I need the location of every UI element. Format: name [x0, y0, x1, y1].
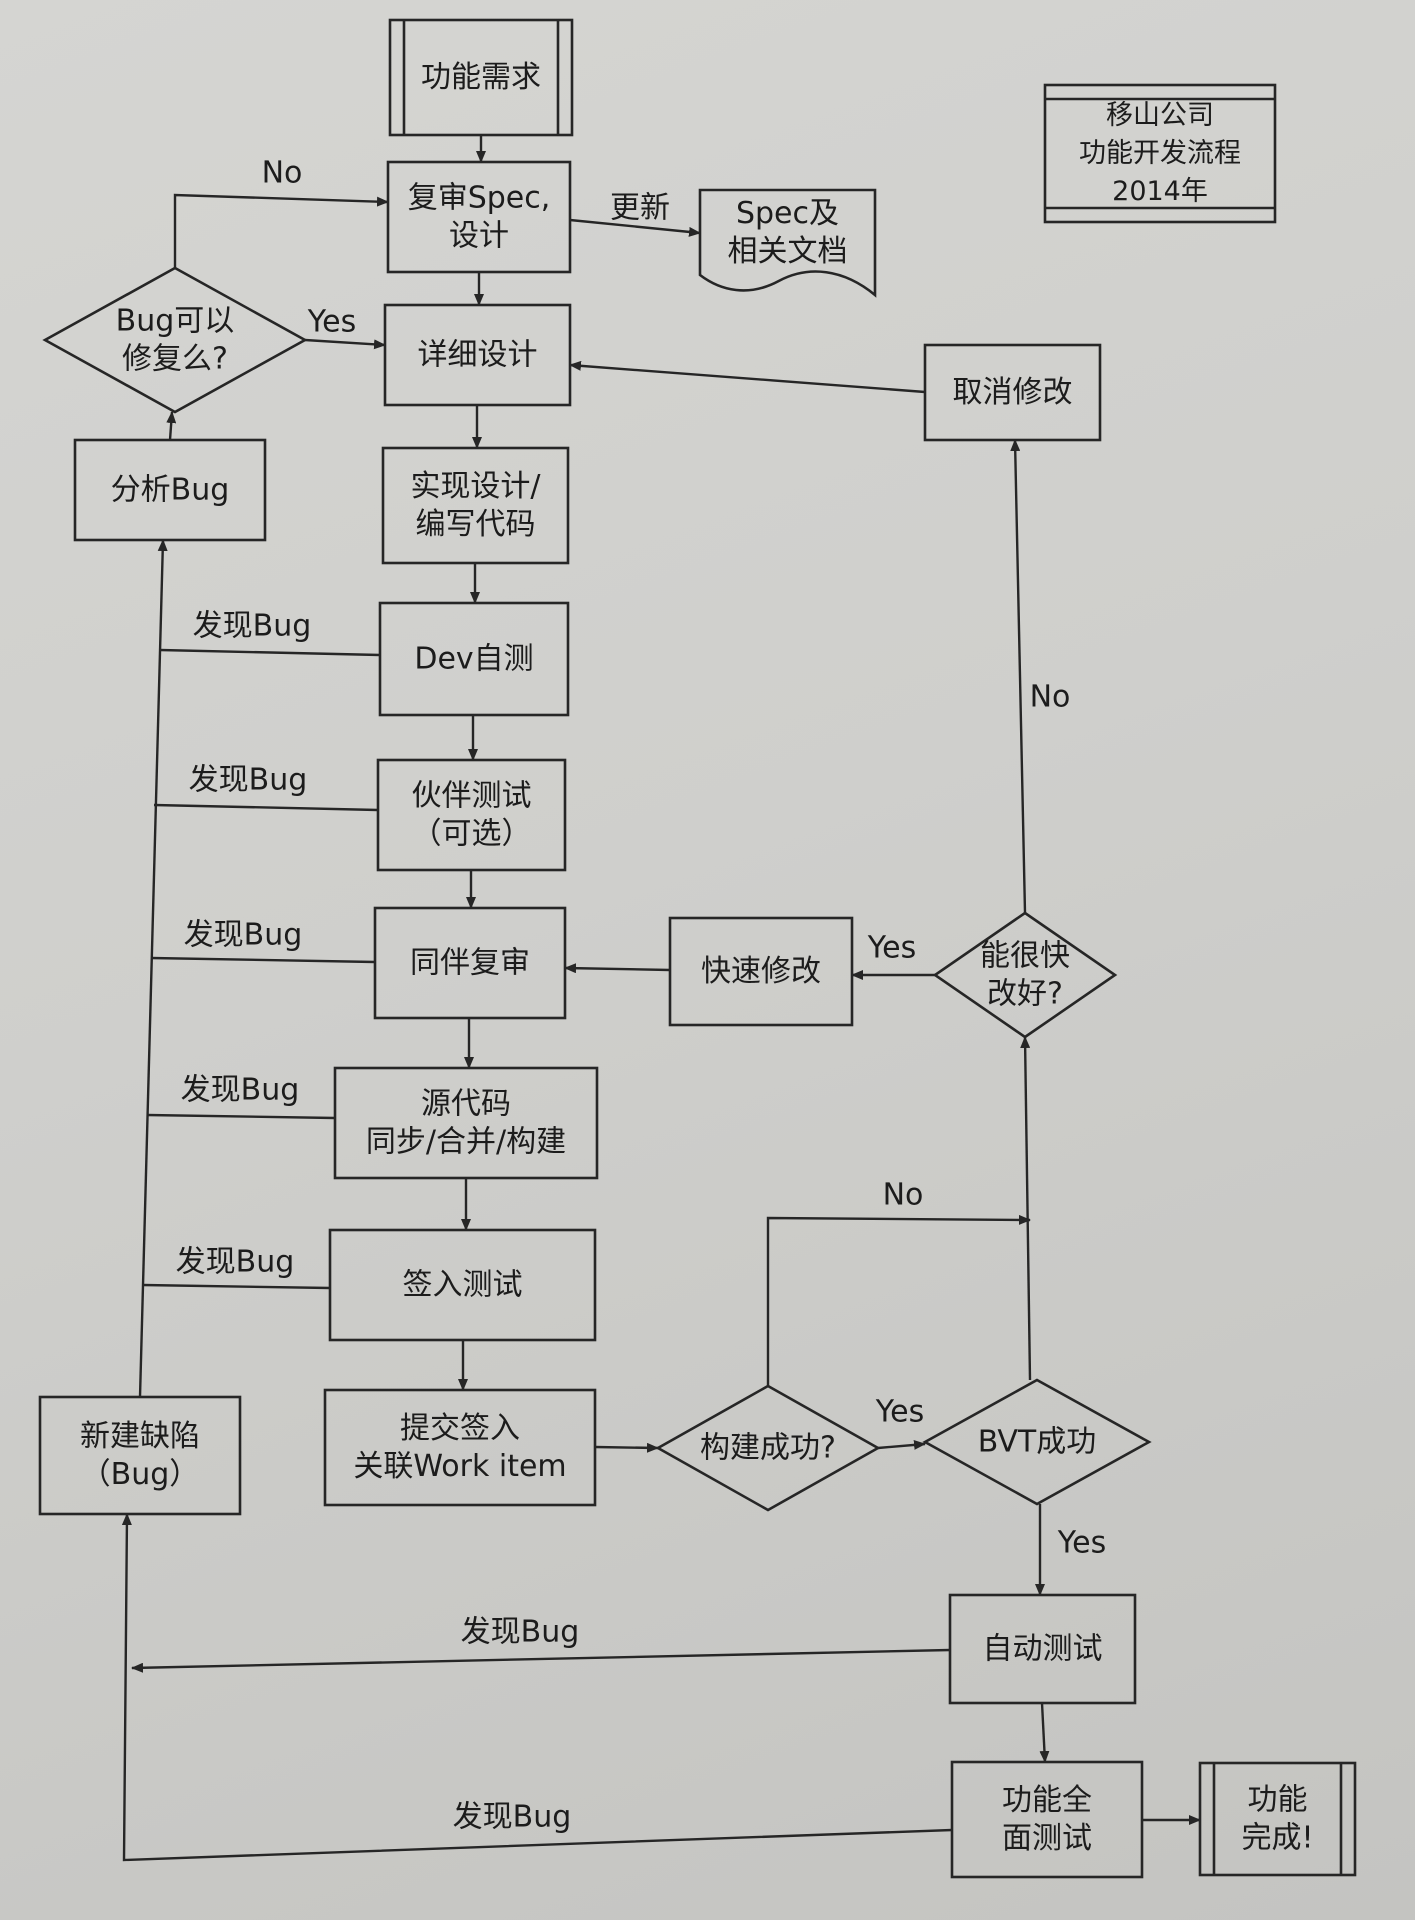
peer-review-label-line-1: 同伴复审	[410, 946, 530, 981]
submit-checkin-label-line-1: 提交签入	[400, 1411, 520, 1446]
cancel-change-box	[923, 343, 1102, 442]
edge-bug-sync	[146, 1113, 336, 1120]
bug-fixable-label-line-1: Bug可以	[116, 304, 235, 339]
edge-auto-bug-to-newbug	[131, 1648, 951, 1673]
review-spec-label-line-2: 设计	[449, 219, 509, 254]
spec-docs-label-line-1: Spec及	[736, 196, 839, 231]
edge-label-bvt-yes: Yes	[1057, 1526, 1106, 1561]
edge-bugfix-yes	[304, 338, 386, 350]
edge-analyze-to-decision	[166, 411, 177, 441]
full-test-label-line-2: 面测试	[1002, 1821, 1092, 1856]
fix-quickly-label-line-2: 改好?	[987, 977, 1063, 1012]
review-spec-label-line-1: 复审Spec,	[408, 181, 551, 216]
full-test-box	[950, 1760, 1144, 1879]
implement-label-line-1: 实现设计/	[410, 469, 541, 504]
auto-test-label-line-1: 自动测试	[983, 1632, 1103, 1667]
edge-auto-to-full	[1039, 1702, 1050, 1763]
edge-bug-devtest	[159, 648, 381, 657]
edge-label-bugfix-no: No	[262, 156, 303, 191]
peer-review-box	[373, 906, 567, 1020]
buddy-test-box	[376, 758, 567, 872]
build-ok-diamond	[655, 1384, 881, 1512]
edge-label-bug-checkin: 发现Bug	[176, 1245, 295, 1280]
edge-label-bug-devtest: 发现Bug	[193, 609, 312, 644]
edge-label-bug-full: 发现Bug	[453, 1800, 572, 1835]
analyze-bug-box	[73, 438, 267, 542]
title-box	[1043, 83, 1277, 224]
edge-cancel-to-design	[569, 360, 926, 394]
edge-label-fixquickly-yes: Yes	[867, 931, 916, 966]
source-sync-box	[333, 1066, 599, 1180]
full-test-label-line-1: 功能全	[1002, 1783, 1092, 1818]
done-box	[1198, 1761, 1357, 1877]
edge-full-bug-to-newbug	[121, 1513, 953, 1862]
dev-test-box	[378, 601, 570, 717]
detailed-design-label-line-1: 详细设计	[418, 338, 538, 373]
spec-docs-label-line-2: 相关文档	[728, 234, 848, 269]
new-bug-label-line-2: （Bug）	[81, 1457, 200, 1492]
spec-docs-box	[698, 188, 877, 298]
edge-submit-to-build	[594, 1442, 659, 1453]
quick-fix-label-line-1: 快速修改	[701, 954, 821, 989]
implement-label-line-2: 编写代码	[416, 507, 536, 542]
analyze-bug-label-line-1: 分析Bug	[111, 473, 230, 508]
edge-label-update: 更新	[610, 191, 670, 226]
edge-fixquickly-no	[1010, 439, 1027, 914]
done-label-line-2: 完成!	[1241, 1821, 1313, 1856]
detailed-design-box	[383, 303, 572, 407]
review-spec-box	[386, 160, 572, 274]
requirement-box	[388, 18, 574, 137]
edge-label-build-no: No	[883, 1178, 924, 1213]
checkin-test-label-line-1: 签入测试	[403, 1268, 523, 1303]
buddy-test-label-line-1: 伙伴测试	[412, 779, 532, 814]
edge-bug-checkin	[142, 1283, 331, 1290]
edge-build-no	[766, 1214, 1031, 1386]
edge-bugfix-no	[173, 193, 389, 268]
edge-label-bug-sync: 发现Bug	[181, 1073, 300, 1108]
edge-label-fixquickly-no: No	[1030, 680, 1071, 715]
quick-fix-box	[668, 916, 854, 1027]
title-box-label-line-3: 2014年	[1112, 176, 1208, 207]
edge-bug-buddy	[153, 803, 379, 812]
bug-fixable-diamond	[42, 266, 308, 414]
edge-label-bugfix-yes: Yes	[307, 305, 356, 340]
implement-box	[381, 446, 570, 565]
dev-test-label-line-1: Dev自测	[414, 642, 533, 677]
edge-label-build-yes: Yes	[875, 1395, 924, 1430]
edge-bug-review	[150, 956, 376, 964]
source-sync-label-line-1: 源代码	[421, 1087, 511, 1122]
build-ok-label-line-1: 构建成功?	[700, 1431, 836, 1466]
submit-checkin-label-line-2: 关联Work item	[353, 1449, 566, 1484]
submit-checkin-box	[323, 1388, 597, 1507]
source-sync-label-line-2: 同步/合并/构建	[366, 1125, 566, 1160]
edge-label-bug-auto: 发现Bug	[461, 1615, 580, 1650]
done-label-line-1: 功能	[1248, 1783, 1308, 1818]
edge-newbug-to-analyze	[138, 539, 168, 1398]
auto-test-box	[948, 1593, 1137, 1705]
cancel-change-label-line-1: 取消修改	[953, 375, 1073, 410]
title-box-label-line-2: 功能开发流程	[1079, 138, 1241, 169]
bvt-ok-diamond	[922, 1378, 1152, 1506]
bug-fixable-label-line-2: 修复么?	[122, 342, 228, 377]
edge-label-bug-buddy: 发现Bug	[189, 763, 308, 798]
edge-review-to-docs	[569, 218, 701, 237]
fix-quickly-label-line-1: 能很快	[980, 939, 1070, 974]
edge-quickfix-to-review	[564, 963, 671, 974]
bvt-ok-label-line-1: BVT成功	[978, 1425, 1097, 1460]
edge-bvt-to-fixquickly	[1020, 1036, 1032, 1381]
title-box-label-line-1: 移山公司	[1106, 100, 1214, 131]
requirement-label-line-1: 功能需求	[421, 60, 541, 95]
new-bug-box	[38, 1395, 242, 1516]
edge-label-bug-review: 发现Bug	[184, 918, 303, 953]
fix-quickly-diamond	[932, 911, 1118, 1039]
checkin-test-box	[328, 1228, 597, 1342]
new-bug-label-line-1: 新建缺陷	[80, 1419, 200, 1454]
buddy-test-label-line-2: （可选）	[412, 817, 532, 852]
edge-build-to-bvt	[877, 1439, 926, 1450]
